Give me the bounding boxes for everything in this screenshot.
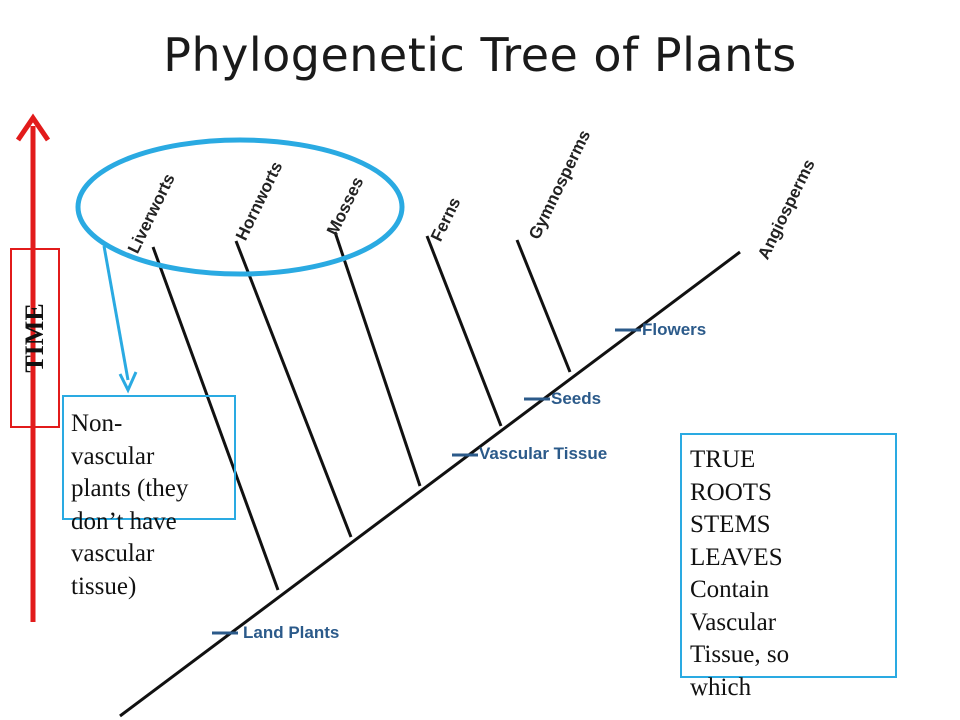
time-arrow-head [15, 113, 51, 142]
vascular-note: TRUE ROOTS STEMS LEAVES Contain Vascular… [690, 444, 789, 704]
branch-hornworts [234, 240, 353, 538]
time-label-box: TIME [10, 248, 60, 428]
time-label: TIME [20, 303, 49, 373]
nonvascular-pointer-head [118, 371, 138, 394]
branch-mosses [333, 231, 422, 487]
trait-label-land-plants: Land Plants [243, 623, 340, 642]
note-line: plants (they [71, 475, 189, 502]
note-line: ROOTS [690, 478, 772, 506]
note-line: Non- [71, 410, 123, 437]
branch-gymnosperms [515, 239, 572, 373]
trait-label-vascular-tissue: Vascular Tissue [479, 444, 608, 463]
note-line: vascular [71, 540, 155, 567]
note-line: don’t have [71, 507, 177, 535]
note-line: Tissue, so [690, 641, 790, 668]
note-line: vascular [71, 442, 155, 470]
note-line: LEAVES [690, 543, 783, 571]
slide-title: Phylogenetic Tree of Plants [163, 28, 797, 82]
note-line: Contain [690, 576, 770, 603]
branch-liverworts [151, 246, 280, 591]
vascular-note-box [680, 433, 897, 678]
nonvascular-highlight-ellipse [75, 137, 405, 277]
note-line: TRUE [690, 446, 756, 473]
nonvascular-note-box [62, 395, 236, 520]
nonvascular-pointer-arrow [102, 245, 130, 381]
note-line: Vascular [690, 608, 777, 636]
note-line: tissue) [71, 572, 137, 600]
trait-label-seeds: Seeds [551, 389, 602, 408]
note-line: which [690, 673, 752, 701]
nonvascular-note: Non- vascular plants (they don’t have va… [71, 408, 188, 603]
note-line: STEMS [690, 511, 771, 538]
trait-label-flowers: Flowers [642, 320, 707, 339]
branch-ferns [425, 235, 503, 427]
